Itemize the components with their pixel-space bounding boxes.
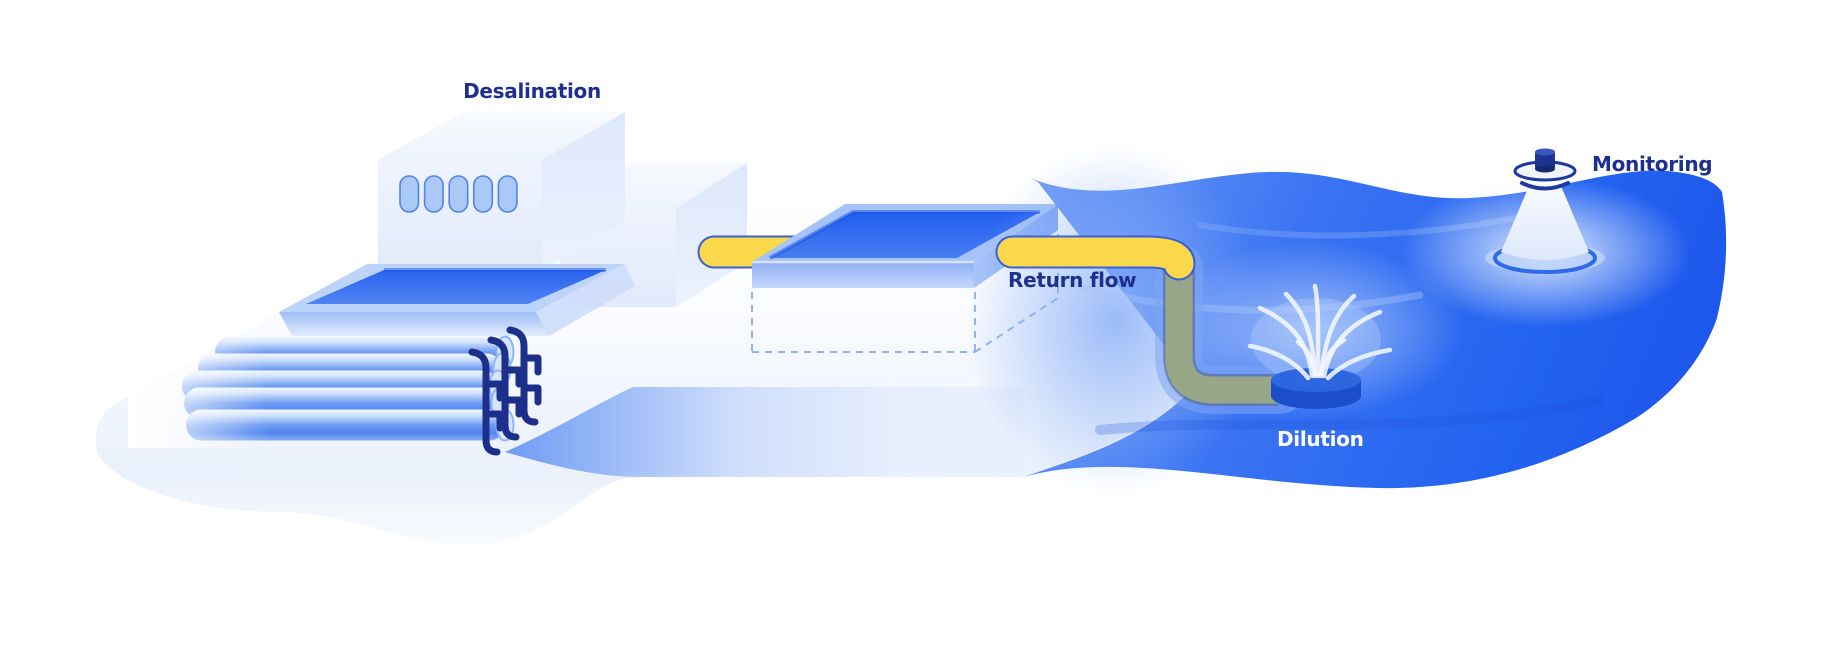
plant-window-icon <box>448 175 469 213</box>
plant-block-main <box>378 112 625 270</box>
diffuser-base-top <box>1271 368 1361 392</box>
diffuser-plume <box>1325 347 1393 381</box>
diffuser-plume <box>1321 309 1383 379</box>
label-monitoring: Monitoring <box>1592 152 1712 176</box>
label-desalination: Desalination <box>463 79 601 103</box>
pool-front-face <box>752 262 974 288</box>
diffuser-plume <box>1247 343 1311 381</box>
basin-rim-front <box>279 312 549 336</box>
diffuser-plume <box>1295 339 1319 377</box>
diffuser-plumes <box>1247 283 1393 381</box>
basin-rim-right <box>536 264 635 336</box>
plant-window-icon <box>472 175 494 213</box>
pipe-fitting-icon <box>506 326 542 426</box>
buoy-sensor <box>1535 148 1555 173</box>
pool-water <box>770 212 1040 258</box>
pipe-fitting-icon <box>487 336 523 441</box>
buoy-sensor-bottom <box>1535 165 1555 173</box>
diffuser-plume <box>1317 337 1347 377</box>
desalination-plant-icon <box>378 112 747 307</box>
diffuser-plume <box>1312 283 1321 379</box>
label-dilution: Dilution <box>1277 427 1364 451</box>
ocean-wave-shadow <box>1095 395 1605 435</box>
basin-water <box>306 270 606 304</box>
plant-block-main-side <box>542 112 625 270</box>
intake-tubes-fade <box>128 330 268 448</box>
diffuser-icon <box>1247 283 1393 409</box>
plant-window-icon <box>399 175 420 213</box>
plant-block-main-roof <box>378 112 625 160</box>
intake-basin-icon <box>279 264 635 336</box>
plant-window-icon <box>497 175 518 213</box>
diffuser-plume <box>1257 305 1315 379</box>
buoy-arc <box>1520 181 1570 191</box>
plant-block-low-side <box>676 163 747 307</box>
intake-pipe-fittings <box>468 326 542 456</box>
return-pipe-outfall <box>995 235 1196 281</box>
land-step-face <box>505 387 1023 477</box>
buoy-sensor-top <box>1535 148 1555 156</box>
pool-water-edge <box>769 210 1040 260</box>
plant-window-icon <box>423 175 444 213</box>
monitoring-buoy-icon <box>1400 148 1690 327</box>
return-pipe-underwater <box>1155 244 1304 414</box>
land-bottom-fade <box>80 470 1080 570</box>
return-pipe-outfall-pipe <box>997 237 1194 279</box>
plant-windows <box>399 175 518 213</box>
pipe-fitting-icon <box>468 348 504 456</box>
buoy-sensor-body <box>1535 152 1555 169</box>
label-return-flow: Return flow <box>1008 268 1136 292</box>
buoy-cone <box>1501 179 1589 260</box>
underwater-pipe <box>1165 270 1278 404</box>
intake-pipes-icon <box>128 326 542 456</box>
